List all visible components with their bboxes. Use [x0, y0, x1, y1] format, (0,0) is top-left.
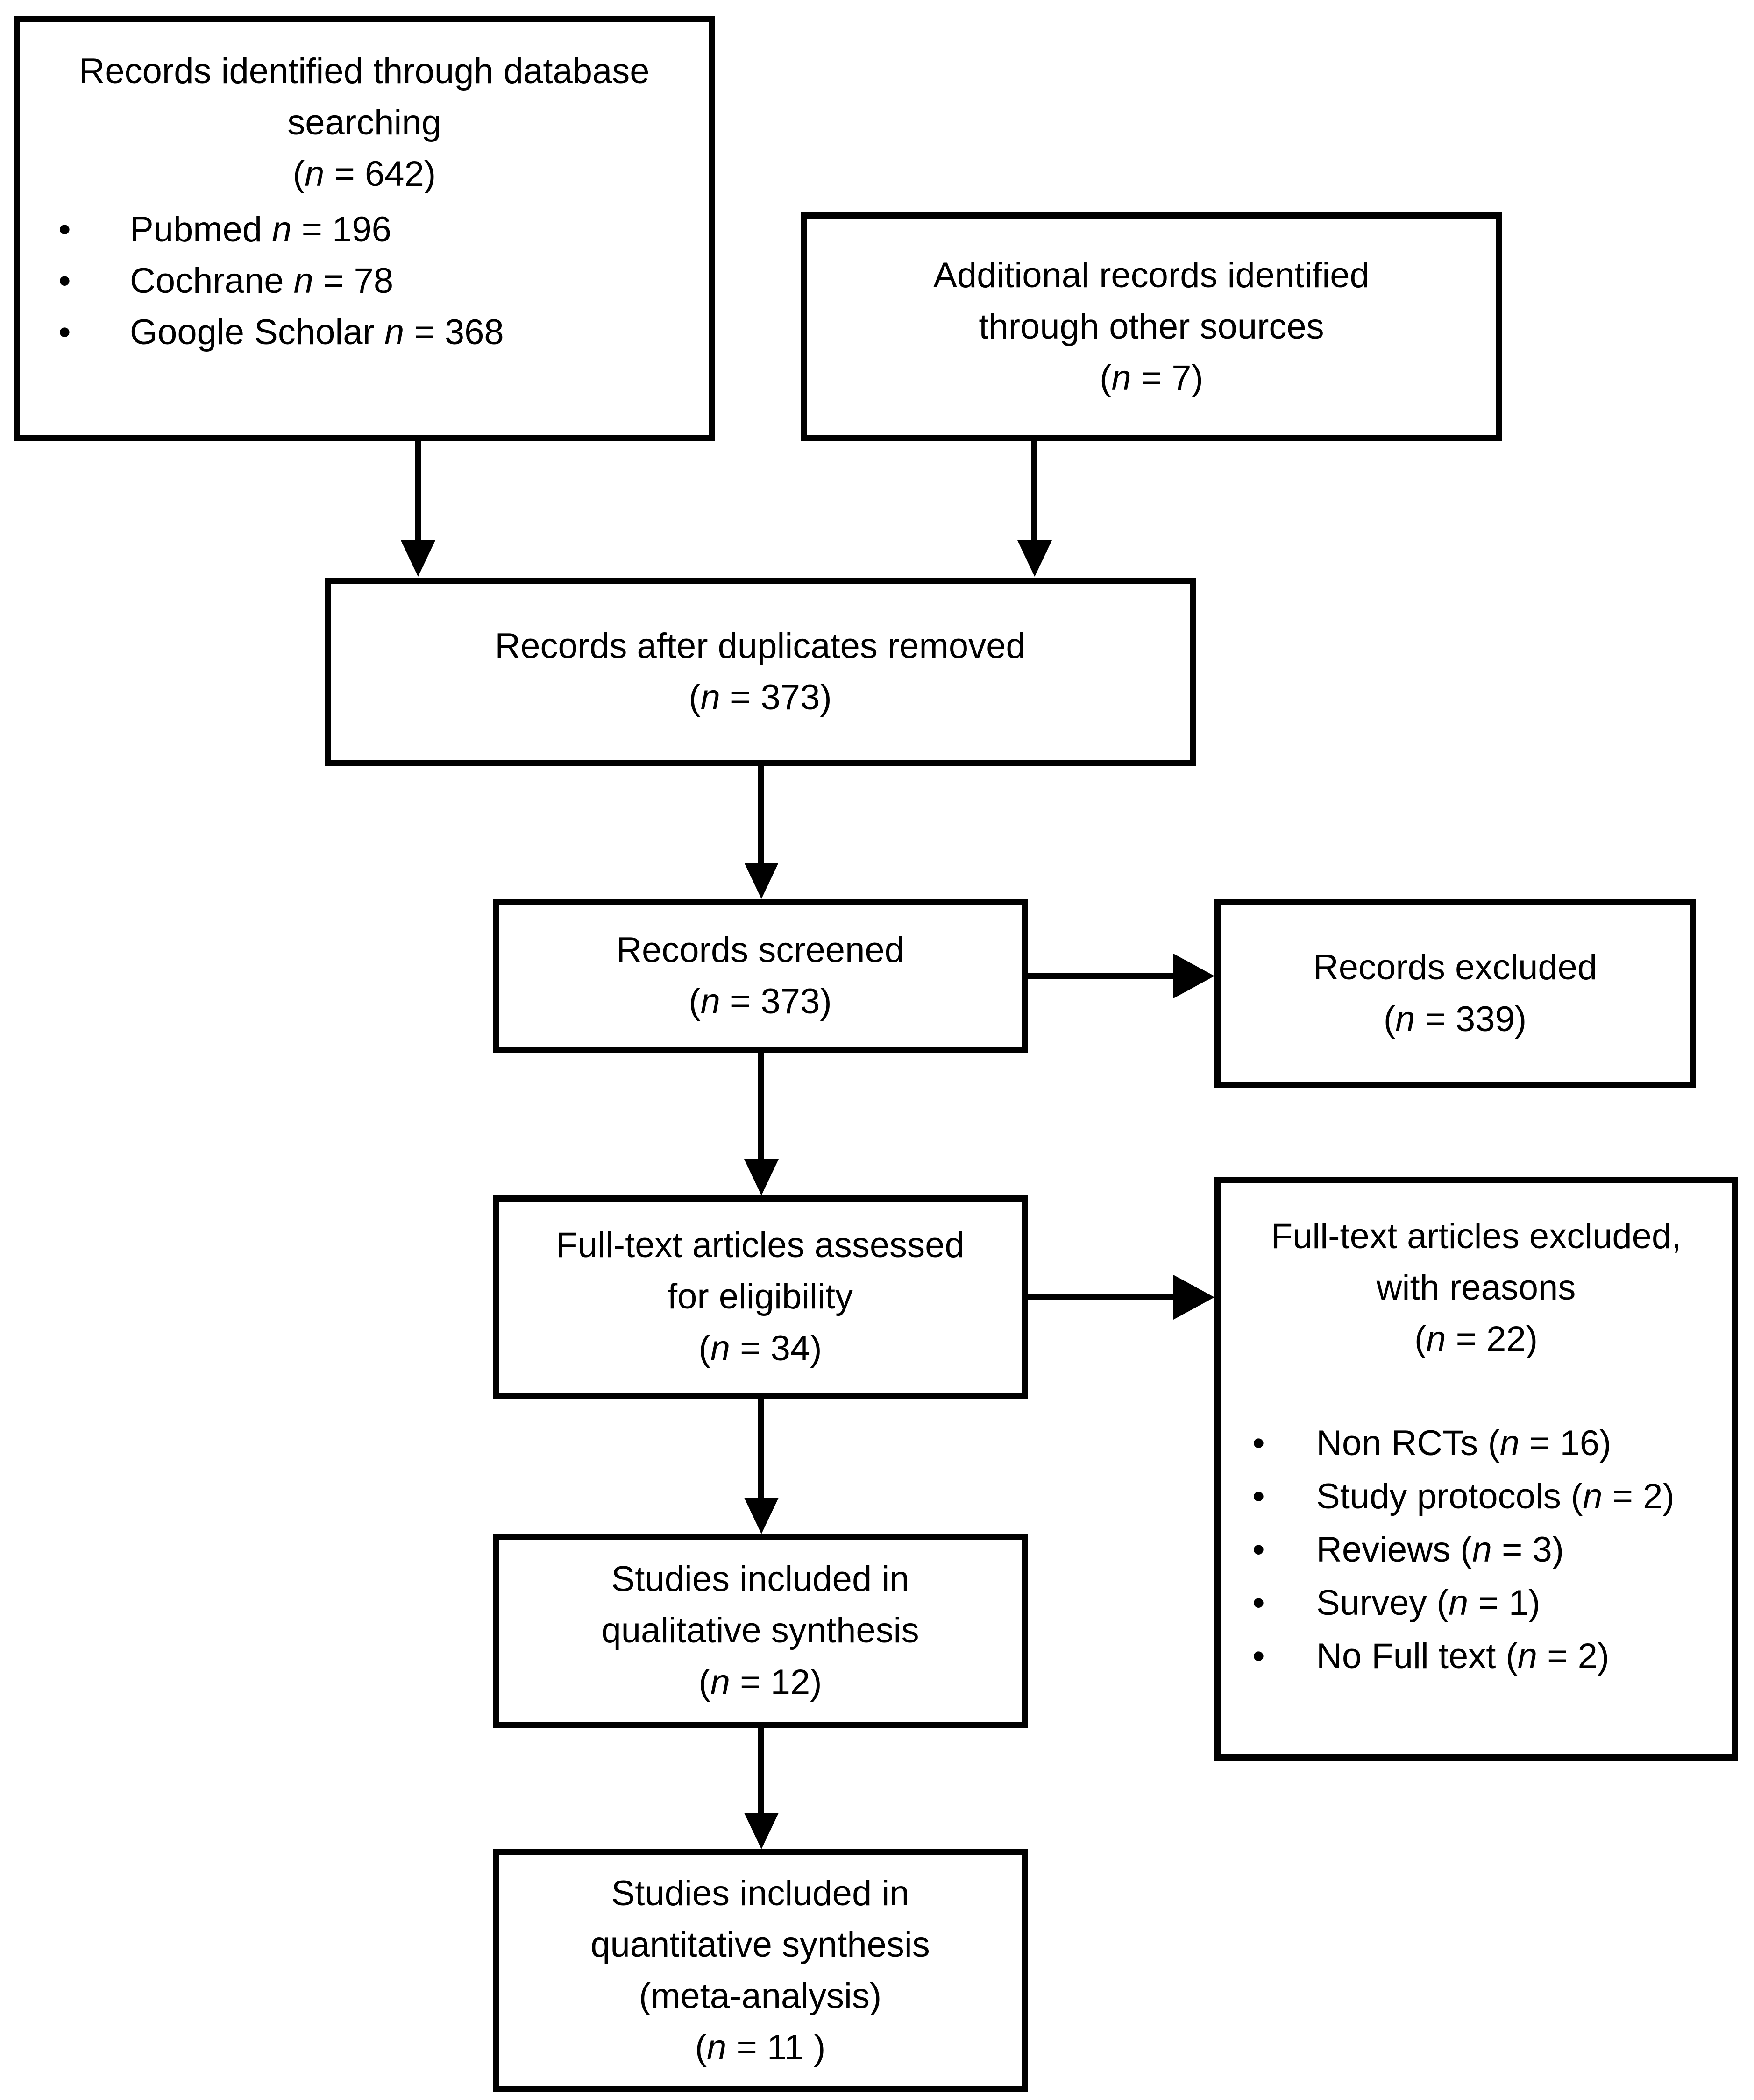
- arrow-additional-to-dedup: [1031, 441, 1037, 540]
- bullet-google-scholar: Google Scholar n = 368: [29, 307, 699, 358]
- box-records-screened-count: (n = 373): [689, 982, 832, 1021]
- box-fulltext-excluded-line: with reasons: [1376, 1268, 1576, 1308]
- box-quantitative-synthesis: Studies included in quantitative synthes…: [493, 1849, 1028, 2092]
- bullet-pubmed: Pubmed n = 196: [29, 204, 699, 255]
- exclusion-reasons-list: Non RCTs (n = 16) Study protocols (n = 2…: [1230, 1417, 1722, 1683]
- box-duplicates-removed-line: Records after duplicates removed: [495, 626, 1026, 666]
- box-fulltext-excluded-line: Full-text articles excluded,: [1271, 1216, 1682, 1256]
- box-qualitative-synthesis-count: (n = 12): [698, 1662, 822, 1702]
- box-duplicates-removed: Records after duplicates removed (n = 37…: [325, 578, 1196, 766]
- bullet-cochrane: Cochrane n = 78: [29, 255, 699, 307]
- box-records-excluded-count: (n = 339): [1383, 999, 1527, 1039]
- box-additional-records-line: through other sources: [979, 306, 1324, 346]
- box-records-identified-line: searching: [287, 103, 441, 143]
- box-qualitative-synthesis: Studies included in qualitative synthesi…: [493, 1534, 1028, 1728]
- box-records-identified-line: Records identified through database: [79, 51, 650, 91]
- box-fulltext-excluded-count: (n = 22): [1414, 1319, 1538, 1359]
- box-quantitative-synthesis-line: (meta-analysis): [639, 1976, 882, 2016]
- box-additional-records-line: Additional records identified: [933, 255, 1370, 295]
- arrow-fulltext-to-qualitative: [758, 1399, 764, 1498]
- box-qualitative-synthesis-line: qualitative synthesis: [601, 1611, 919, 1651]
- box-duplicates-removed-count: (n = 373): [689, 678, 832, 717]
- database-breakdown-list: Pubmed n = 196 Cochrane n = 78 Google Sc…: [29, 204, 699, 359]
- arrow-fulltext-to-ftexcluded: [1028, 1294, 1173, 1300]
- arrow-screened-to-excluded: [1028, 973, 1173, 979]
- box-records-identified: Records identified through database sear…: [14, 16, 715, 441]
- box-fulltext-excluded: Full-text articles excluded, with reason…: [1214, 1177, 1738, 1761]
- box-records-identified-count: (n = 642): [292, 154, 436, 194]
- arrow-identified-to-dedup: [415, 441, 421, 540]
- box-records-screened: Records screened (n = 373): [493, 899, 1028, 1053]
- arrow-screened-to-fulltext: [758, 1053, 764, 1159]
- box-additional-records: Additional records identified through ot…: [801, 212, 1502, 441]
- box-quantitative-synthesis-line: quantitative synthesis: [590, 1924, 930, 1965]
- box-quantitative-synthesis-count: (n = 11 ): [695, 2028, 826, 2068]
- box-fulltext-assessed-count: (n = 34): [698, 1328, 822, 1368]
- box-records-screened-line: Records screened: [616, 930, 904, 970]
- bullet-reviews: Reviews (n = 3): [1230, 1523, 1722, 1577]
- arrow-dedup-to-screened: [758, 765, 764, 863]
- box-additional-records-count: (n = 7): [1100, 358, 1203, 398]
- box-fulltext-assessed: Full-text articles assessed for eligibil…: [493, 1195, 1028, 1399]
- box-fulltext-assessed-line: Full-text articles assessed: [556, 1225, 965, 1266]
- bullet-study-protocols: Study protocols (n = 2): [1230, 1470, 1722, 1523]
- arrow-qualitative-to-quantitative: [758, 1728, 764, 1813]
- bullet-no-full-text: No Full text (n = 2): [1230, 1630, 1722, 1683]
- bullet-non-rcts: Non RCTs (n = 16): [1230, 1417, 1722, 1470]
- box-fulltext-assessed-line: for eligibility: [667, 1277, 853, 1317]
- box-records-excluded-line: Records excluded: [1313, 947, 1598, 988]
- bullet-survey: Survey (n = 1): [1230, 1577, 1722, 1630]
- box-qualitative-synthesis-line: Studies included in: [611, 1559, 909, 1599]
- box-quantitative-synthesis-line: Studies included in: [611, 1873, 909, 1913]
- box-records-excluded: Records excluded (n = 339): [1214, 899, 1696, 1088]
